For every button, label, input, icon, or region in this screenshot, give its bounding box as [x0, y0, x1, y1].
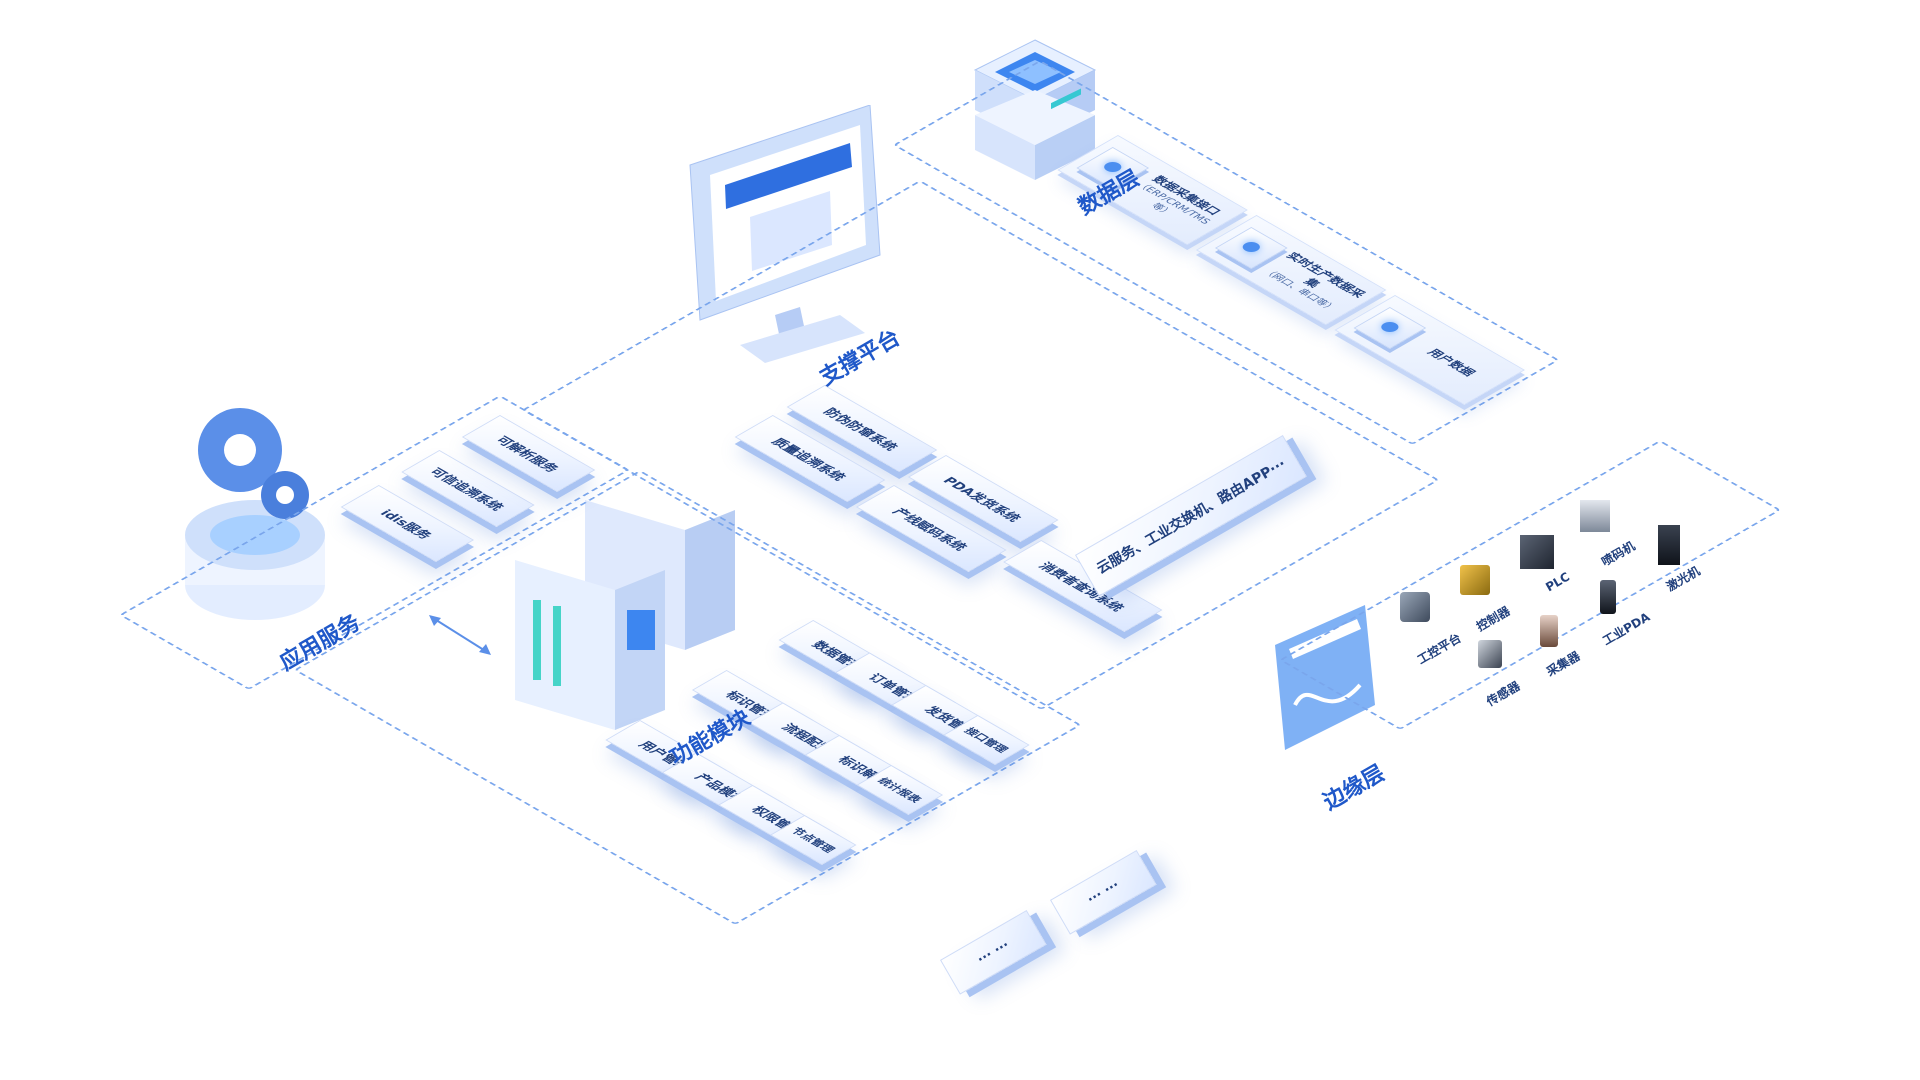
data-item-label: 用户数据	[1424, 346, 1479, 378]
sensor-icon	[1478, 640, 1502, 668]
func-block-more-2: ··· ···	[1050, 850, 1157, 935]
industrial-pc-icon	[1400, 592, 1430, 622]
controller-icon	[1460, 565, 1490, 595]
laser-machine-icon	[1658, 525, 1680, 565]
server-stack-icon	[973, 39, 1097, 180]
plc-icon	[1520, 535, 1554, 569]
edge-layer-title: 边缘层	[1319, 760, 1390, 816]
server-rack-icon	[515, 500, 735, 730]
gear-icon	[185, 408, 325, 620]
edge-device-label: 采集器	[1544, 648, 1583, 679]
data-cube-icon	[1353, 307, 1427, 349]
monitor-icon	[689, 105, 881, 363]
edge-device-icon	[1275, 605, 1375, 750]
double-arrow-icon	[429, 615, 491, 655]
edge-device-label: 传感器	[1484, 678, 1523, 709]
func-block-more-1: ··· ···	[940, 910, 1047, 995]
collector-icon	[1540, 615, 1558, 647]
industrial-pda-icon	[1600, 580, 1616, 614]
edge-device-label: 工业PDA	[1600, 609, 1653, 649]
inkjet-printer-icon	[1580, 500, 1610, 532]
